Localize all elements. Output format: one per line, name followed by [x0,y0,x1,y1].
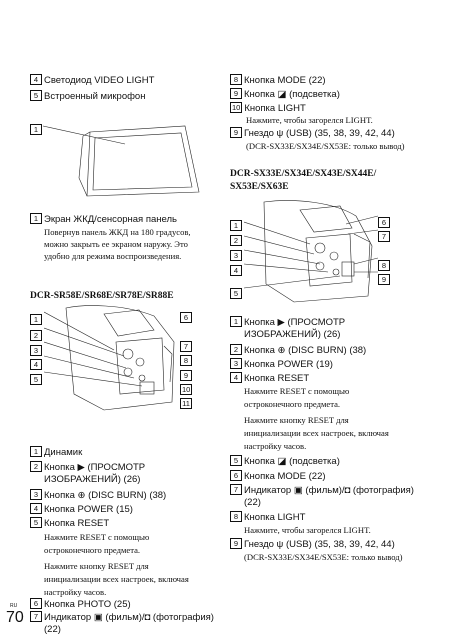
light-desc-r: Нажмите, чтобы загорелся LIGHT. [246,115,373,125]
reset-desc-sx-5: настройку часов. [244,441,307,451]
callout-r11: 11 [180,394,192,412]
item-view-images-sx-cont: ИЗОБРАЖЕНИЙ) (26) [244,329,341,340]
callout-sx9: 9 [378,270,390,288]
item-indicator-cont: (22) [44,624,61,635]
lcd-desc-2: можно закрыть ее экраном наружу. Это [44,239,188,249]
camcorder-sr-illustration [44,305,175,411]
model-heading-sx-1: DCR-SX33E/SX34E/SX43E/SX44E/ [230,169,377,179]
callout-l5: 5 [30,370,42,388]
reset-desc-1: Нажмите RESET с помощью [44,532,150,542]
callout-sx5: 5 [230,284,242,302]
reset-desc-sx-2: остроконечного предмета. [244,399,341,409]
callout-r9: 9 [180,366,192,384]
callout-l3: 3 [30,341,42,359]
callout-sx6: 6 [378,213,390,231]
callout-l4: 4 [30,355,42,373]
reset-desc-sx-3: Нажмите кнопку RESET для [244,415,349,425]
callout-sx3: 3 [230,246,242,264]
reset-desc-5: настройку часов. [44,587,107,597]
model-heading-sr: DCR-SR58E/SR68E/SR78E/SR88E [30,291,174,301]
callout-sx7: 7 [378,227,390,245]
lcd-callout: 1 [30,120,42,138]
reset-desc-sx-1: Нажмите RESET с помощью [244,386,350,396]
callout-r8: 8 [180,351,192,369]
reset-desc-4: инициализации всех настроек, включая [44,574,189,584]
language-code: RU [10,603,18,609]
usb-desc-r: (DCR-SX33E/SX34E/SX53E: только вывод) [246,141,405,151]
model-heading-sx-2: SX53E/SX63E [230,182,289,192]
lcd-desc-3: удобно для режима воспроизведения. [44,251,182,261]
reset-desc-sx-4: инициализации всех настроек, включая [244,428,389,438]
callout-sx1: 1 [230,216,242,234]
usb-desc-sx: (DCR-SX33E/SX34E/SX53E: только вывод) [244,552,403,562]
item-indicator-sx-cont: (22) [244,497,261,508]
page-number: 70 [6,609,24,626]
callout-r10: 10 [180,384,193,395]
lcd-desc-1: Повернув панель ЖКД на 180 градусов, [44,227,191,237]
reset-desc-2: остроконечного предмета. [44,545,141,555]
callout-sx2: 2 [230,231,242,249]
item-view-images-cont: ИЗОБРАЖЕНИЙ) (26) [44,474,141,485]
callout-sx4: 4 [230,261,242,279]
lcd-illustration [42,125,200,197]
callout-l2: 2 [30,326,42,344]
reset-desc-3: Нажмите кнопку RESET для [44,561,149,571]
camcorder-sx-illustration [244,200,378,303]
callout-sx8: 8 [378,256,390,274]
light-desc-sx: Нажмите, чтобы загорелся LIGHT. [244,525,371,535]
callout-l1: 1 [30,310,42,328]
callout-r6: 6 [180,308,192,326]
callout-r7: 7 [180,337,192,355]
